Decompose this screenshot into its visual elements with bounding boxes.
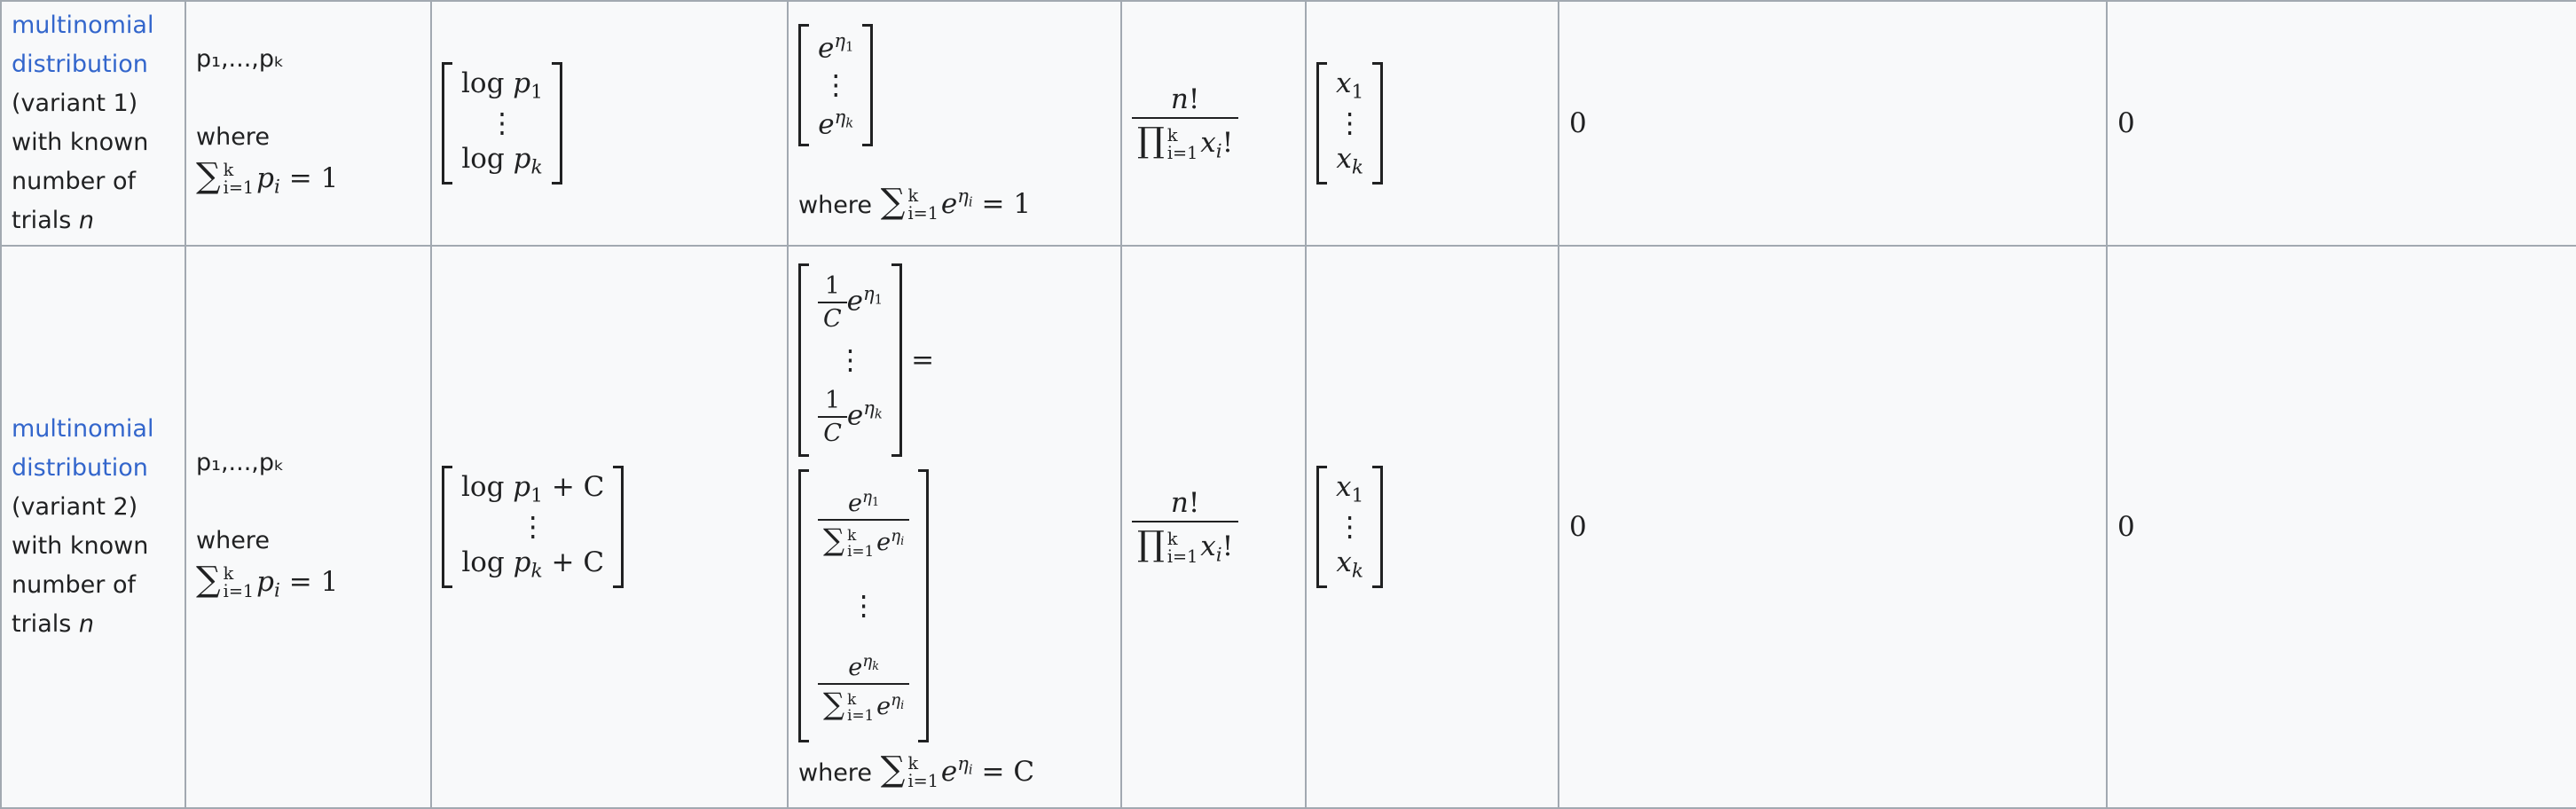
log-partition-value: 0 [1569,511,1587,543]
log-partition-cell: 0 [1558,0,2108,247]
parameter-list: p₁,...,pₖ [196,44,285,73]
log-partition-eta-cell: 0 [2106,0,2576,247]
sufficient-statistic-cell: x1⋮xk [1305,245,1559,809]
distribution-link[interactable]: multinomial distribution [12,12,154,78]
trials-variable: n [78,610,95,638]
log-partition-eta-value: 0 [2117,107,2135,139]
inverse-mapping-vector: eη1⋮eηk [798,23,874,146]
where-label: where [196,526,270,554]
log-partition-eta-value: 0 [2117,511,2135,543]
distribution-name-cell: multinomial distribution (variant 2) wit… [0,245,186,809]
trials-variable: n [78,207,95,234]
sufficient-statistic-vector: x1⋮xk [1316,62,1384,185]
log-partition-value: 0 [1569,107,1587,139]
table-row: multinomial distribution (variant 2) wit… [0,245,2576,809]
log-partition-cell: 0 [1558,245,2108,809]
natural-parameter-cell: log p1⋮log pk [430,0,789,247]
distribution-variant-text: (variant 1) with known number of trials [12,90,149,234]
distribution-variant-text: (variant 2) with known number of trials [12,493,149,638]
where-label: where [196,122,270,151]
log-partition-eta-cell: 0 [2106,245,2576,809]
natural-parameter-vector: log p1⋮log pk [442,62,562,185]
distribution-name-cell: multinomial distribution (variant 1) wit… [0,0,186,247]
sufficient-statistic-vector: x1⋮xk [1316,466,1384,588]
natural-parameter-vector: log p1 + C ⋮ log pk + C [442,466,624,588]
sufficient-statistic-cell: x1⋮xk [1305,0,1559,247]
natural-parameter-cell: log p1 + C ⋮ log pk + C [430,245,789,809]
parameter-list: p₁,...,pₖ [196,448,285,476]
distribution-link[interactable]: multinomial distribution [12,415,154,482]
table-row: multinomial distribution (variant 1) wit… [0,0,2576,247]
